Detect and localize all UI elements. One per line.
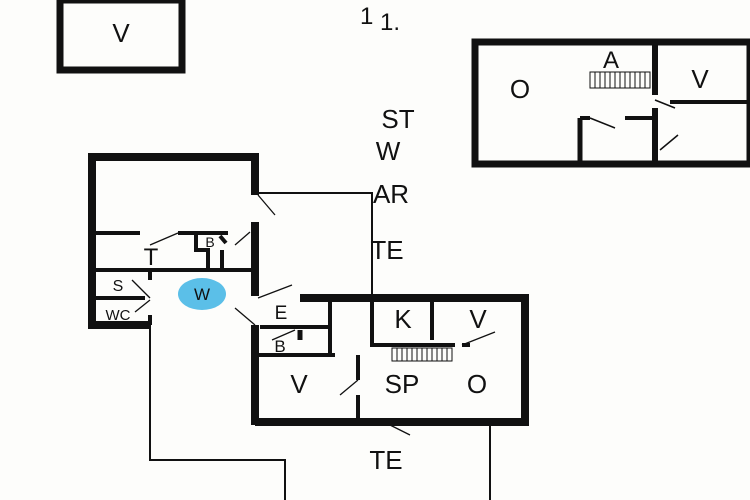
room-label: B	[274, 337, 285, 356]
room-label-highlighted: W	[194, 285, 210, 304]
room-label: V	[290, 369, 308, 399]
room-label: O	[467, 369, 487, 399]
room-label: A	[603, 47, 619, 74]
plan-title-1: 1	[360, 3, 373, 30]
room-label: S	[113, 278, 124, 295]
room-label: SP	[385, 369, 420, 399]
annex-stairs-icon	[589, 71, 651, 89]
room-label: V	[469, 304, 487, 334]
room-label: ST	[381, 104, 414, 134]
room-label: V	[691, 64, 709, 94]
main-walls	[88, 153, 529, 426]
room-label: AR	[373, 179, 409, 209]
annex-walls	[471, 38, 750, 168]
main-stairs-icon	[391, 347, 453, 362]
highlight-marker	[178, 278, 226, 310]
room-label: V	[112, 18, 130, 48]
room-label: E	[275, 303, 288, 324]
terrace-outline	[149, 192, 491, 500]
plan-title-2: 1.	[380, 9, 400, 36]
shed-walls	[56, 0, 186, 74]
room-label: WC	[106, 307, 131, 324]
room-label: B	[205, 234, 214, 250]
room-label: W	[376, 136, 401, 166]
room-label: TE	[370, 235, 403, 265]
room-label: TE	[369, 445, 402, 475]
room-label: O	[510, 74, 530, 104]
room-label: K	[394, 304, 412, 334]
room-label: T	[144, 244, 159, 271]
door-swings	[131, 194, 496, 436]
